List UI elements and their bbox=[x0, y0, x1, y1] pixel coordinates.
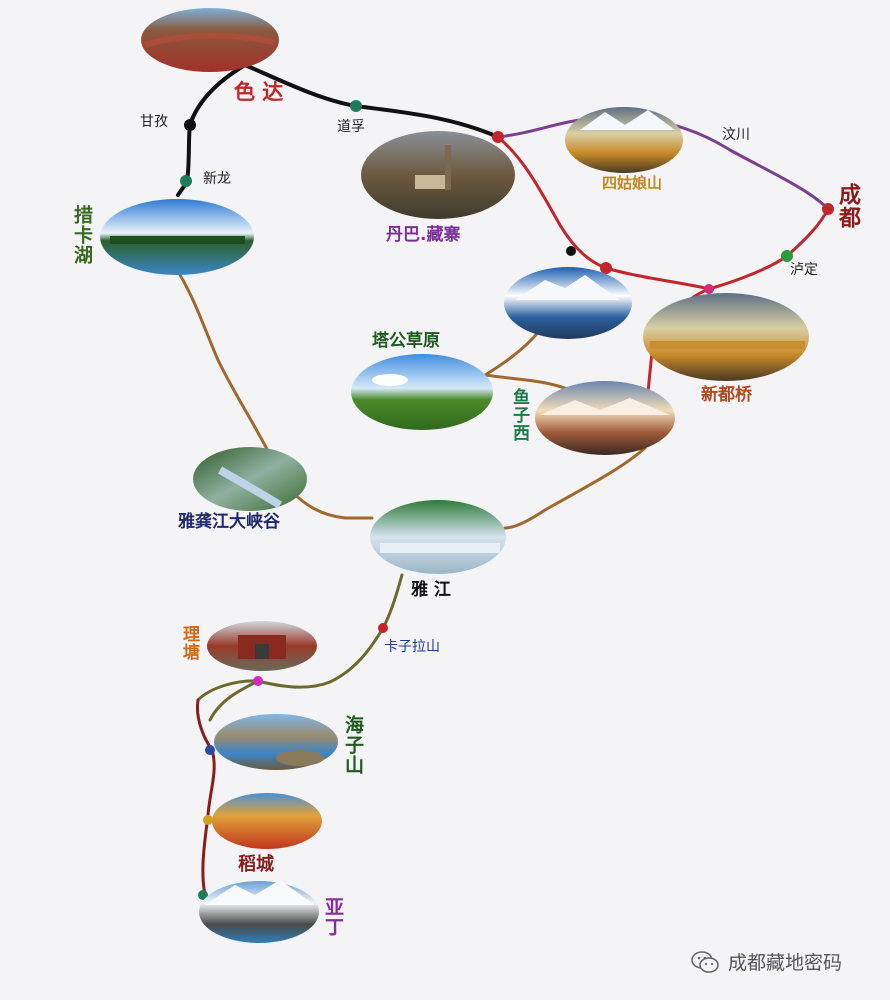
label-chengdu: 成都 bbox=[835, 183, 860, 229]
yuzixi-photo bbox=[535, 381, 675, 455]
cuoka-lake-photo bbox=[100, 199, 254, 275]
node-daofu bbox=[350, 100, 362, 112]
label-wenchuan: 汶川 bbox=[722, 127, 750, 143]
node-yading bbox=[198, 890, 208, 900]
node-ganzi bbox=[184, 119, 196, 131]
label-xinduqiao: 新都桥 bbox=[701, 385, 752, 405]
node-chengdu bbox=[822, 203, 834, 215]
danba-photo bbox=[361, 131, 515, 219]
node-daocheng bbox=[203, 815, 213, 825]
label-kazila: 卡子拉山 bbox=[384, 639, 440, 655]
siguniang-photo bbox=[565, 107, 683, 173]
label-litang: 理塘 bbox=[179, 625, 199, 661]
wechat-icon bbox=[691, 950, 719, 973]
route-yuzixi-yajiang bbox=[503, 446, 647, 530]
yajiang-photo bbox=[370, 500, 506, 574]
label-yading: 亚丁 bbox=[322, 897, 344, 937]
seda-photo bbox=[141, 8, 279, 72]
route-tagong-branches bbox=[483, 328, 572, 392]
haizishan-photo bbox=[214, 714, 338, 770]
label-haizishan: 海子山 bbox=[342, 715, 364, 775]
snow-mountain-lake-photo bbox=[504, 267, 632, 339]
label-luding: 泸定 bbox=[790, 262, 818, 278]
route-danba-hongaizi bbox=[496, 135, 608, 270]
route-litang-loop bbox=[196, 679, 260, 722]
label-daofu: 道孚 bbox=[337, 119, 365, 135]
yalong-canyon-photo bbox=[193, 447, 307, 511]
label-ganzi: 甘孜 bbox=[140, 114, 168, 130]
route-canyon-yajiang bbox=[288, 488, 374, 520]
label-yajiang: 雅 江 bbox=[411, 580, 451, 600]
photos bbox=[100, 8, 809, 943]
label-siguniang: 四姑娘山 bbox=[602, 174, 663, 192]
route-yajiang-kazila-litang bbox=[256, 573, 404, 689]
node-luding bbox=[781, 250, 793, 262]
tagong-photo bbox=[351, 354, 493, 430]
route-south-line bbox=[195, 698, 216, 897]
node-litang bbox=[253, 676, 263, 686]
label-tagong: 塔公草原 bbox=[372, 331, 440, 351]
label-yalong-canyon: 雅龚江大峡谷 bbox=[178, 512, 280, 532]
node-haizishan bbox=[205, 745, 215, 755]
label-seda: 色 达 bbox=[234, 80, 284, 104]
node-xinduqiao bbox=[704, 284, 714, 294]
daocheng-photo bbox=[212, 793, 322, 849]
label-danba: 丹巴.藏寨 bbox=[386, 225, 461, 245]
node-hongaizi-west bbox=[566, 246, 576, 256]
node-hongaizi bbox=[600, 262, 612, 274]
watermark-text: 成都藏地密码 bbox=[728, 952, 843, 974]
node-danba bbox=[492, 131, 504, 143]
route-hongaizi-xinduqiao-luding-chengdu bbox=[604, 207, 830, 291]
route-nodes bbox=[180, 100, 834, 900]
xinduqiao-photo bbox=[643, 293, 809, 381]
litang-gate-photo bbox=[207, 621, 317, 671]
node-kazila bbox=[378, 623, 388, 633]
label-cuoka-lake: 措卡湖 bbox=[71, 205, 93, 265]
label-yuzixi: 鱼子西 bbox=[509, 388, 529, 442]
route-cuoka-canyon bbox=[178, 273, 272, 457]
yading-photo bbox=[199, 880, 319, 943]
label-daocheng: 稻城 bbox=[238, 854, 274, 875]
watermark: 成都藏地密码 bbox=[690, 948, 842, 975]
node-xinlong bbox=[180, 175, 192, 187]
label-xinlong: 新龙 bbox=[203, 171, 231, 187]
